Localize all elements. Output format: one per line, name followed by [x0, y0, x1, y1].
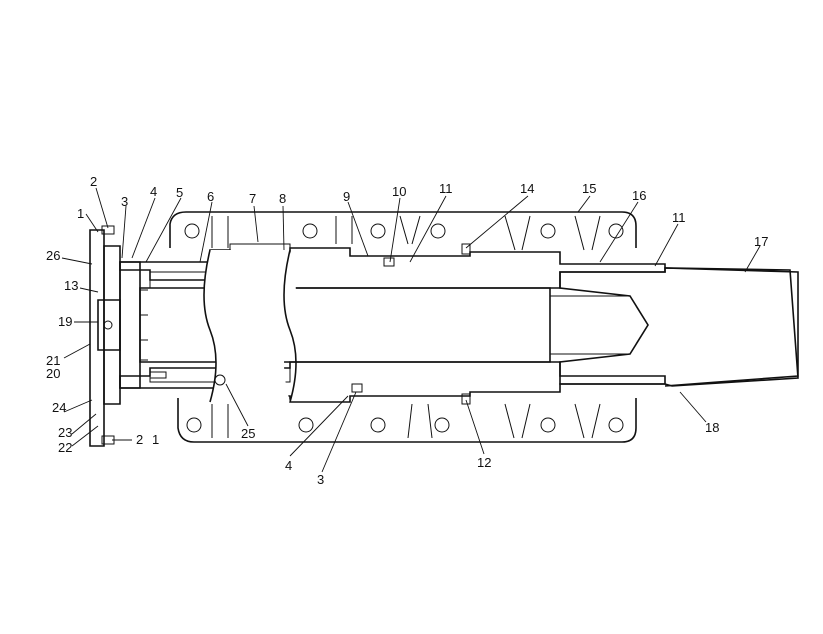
callout-11-top: 11: [439, 181, 453, 196]
callout-13: 13: [64, 278, 78, 293]
callout-9: 9: [343, 189, 350, 204]
lower-sleeve-wall: [119, 361, 666, 403]
callout-16: 16: [632, 188, 646, 203]
callout-24: 24: [52, 400, 66, 415]
callout-23: 23: [58, 425, 72, 440]
callout-6: 6: [207, 189, 214, 204]
tapered-shaft: [559, 267, 799, 387]
callout-25: 25: [241, 426, 255, 441]
callout-3-top: 3: [121, 194, 128, 209]
callout-7: 7: [249, 191, 256, 206]
callout-4-top: 4: [150, 184, 157, 199]
callout-12: 12: [477, 455, 491, 470]
callout-8: 8: [279, 191, 286, 206]
break-region: [203, 249, 297, 403]
callout-11-right: 11: [672, 210, 686, 225]
housing-top-plate: [169, 211, 637, 251]
callout-1-bottom: 1: [152, 432, 159, 447]
callout-14: 14: [520, 181, 534, 196]
callout-15: 15: [582, 181, 596, 196]
callout-labels: 2 1 3 4 5 6 7 8 9 10 11 14 15 16 11 17 2…: [46, 174, 768, 487]
callout-10: 10: [392, 184, 406, 199]
callout-21: 21: [46, 353, 60, 368]
callout-17: 17: [754, 234, 768, 249]
callout-22: 22: [58, 440, 72, 455]
callout-2-bottom: 2: [136, 432, 143, 447]
fasteners: [351, 243, 471, 405]
callout-2-top: 2: [90, 174, 97, 189]
callout-19: 19: [58, 314, 72, 329]
callout-3-bottom: 3: [317, 472, 324, 487]
callout-18: 18: [705, 420, 719, 435]
callout-5: 5: [176, 185, 183, 200]
end-cap-assembly: [89, 225, 226, 447]
callout-1-top: 1: [77, 206, 84, 221]
callout-26: 26: [46, 248, 60, 263]
callout-20: 20: [46, 366, 60, 381]
housing-bottom-plate: [177, 398, 637, 443]
leader-lines: [61, 187, 761, 473]
callout-4-bottom: 4: [285, 458, 292, 473]
